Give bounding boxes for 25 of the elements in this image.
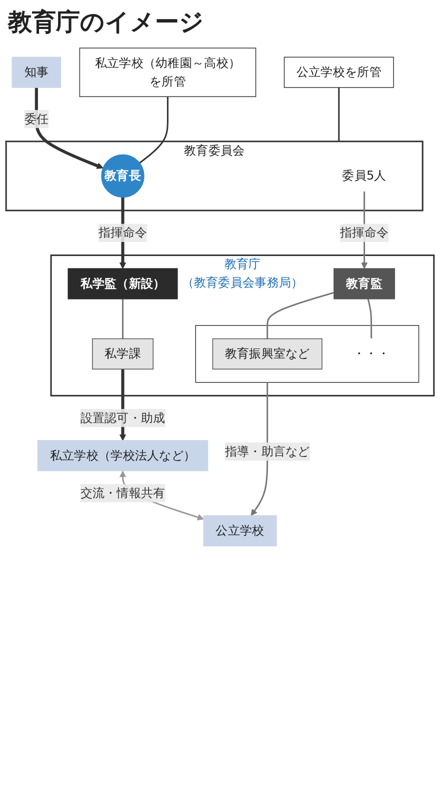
node-box: 私立学校（学校法人など） xyxy=(37,440,208,472)
title: 教育庁のイメージ xyxy=(8,7,205,38)
node-box: 公立学校を所管 xyxy=(284,56,394,88)
connector xyxy=(338,88,340,142)
connector xyxy=(139,96,168,164)
node-circle: 教育長 xyxy=(101,154,144,198)
edge-label: 委任 xyxy=(24,111,49,126)
edge-label: 指揮命令 xyxy=(340,225,389,240)
node-box: 公立学校 xyxy=(203,515,277,546)
node-box: 私学課 xyxy=(92,338,154,370)
node-text: ・・・ xyxy=(353,346,390,361)
edge-label: 設置認可・助成 xyxy=(80,410,166,425)
edge-label: 指揮命令 xyxy=(98,225,148,240)
node-box: 教育振興室など xyxy=(212,338,322,370)
node-box: 教育監 xyxy=(334,268,396,300)
connector xyxy=(122,298,124,339)
connector xyxy=(266,292,334,339)
node-text: 委員5人 xyxy=(342,168,386,183)
edge-label: 交流・情報共有 xyxy=(80,486,166,500)
cluster xyxy=(195,325,420,383)
edge-label: 指導・助言など xyxy=(224,444,310,458)
node-box: 私学監（新設） xyxy=(68,268,178,300)
connector xyxy=(367,298,372,339)
node-box: 私立学校（幼稚園～高校）を所管 xyxy=(79,48,256,98)
node-box: 知事 xyxy=(12,56,62,88)
